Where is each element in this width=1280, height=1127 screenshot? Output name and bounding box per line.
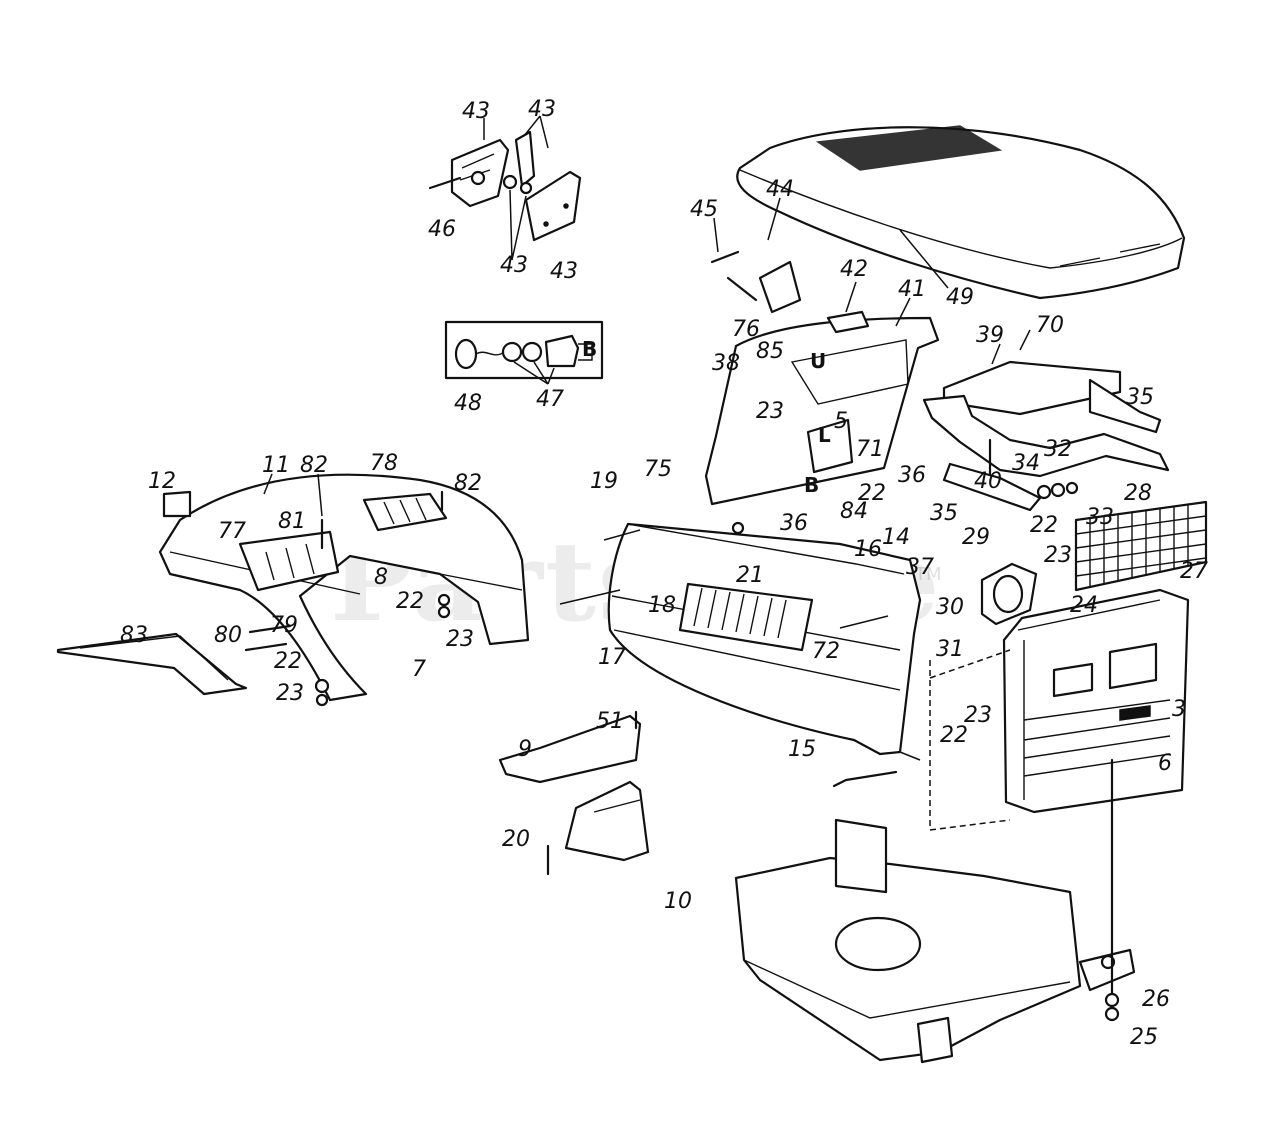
callout-43: 43 <box>500 253 528 278</box>
callout-27: 27 <box>1180 559 1208 584</box>
callout-7: 7 <box>412 657 426 682</box>
letter-marker-l: L <box>818 423 831 447</box>
callout-22: 22 <box>1030 513 1058 538</box>
callout-22: 22 <box>858 481 886 506</box>
callout-10: 10 <box>664 889 692 914</box>
callout-3: 3 <box>1172 697 1186 722</box>
callout-43: 43 <box>528 97 556 122</box>
callout-80: 80 <box>214 623 242 648</box>
callout-79: 79 <box>270 613 298 638</box>
callout-35: 35 <box>930 501 958 526</box>
callout-6: 6 <box>1158 751 1172 776</box>
callout-82: 82 <box>454 471 482 496</box>
callout-71: 71 <box>856 437 884 462</box>
callout-29: 29 <box>962 525 990 550</box>
seat-latch-assembly <box>428 115 582 261</box>
watermark-trademark: TM <box>914 564 942 585</box>
callout-23: 23 <box>964 703 992 728</box>
callout-45: 45 <box>690 197 718 222</box>
letter-marker-b: B <box>804 473 819 497</box>
callout-23: 23 <box>276 681 304 706</box>
callout-20: 20 <box>502 827 530 852</box>
callout-35: 35 <box>1126 385 1154 410</box>
callout-17: 17 <box>598 645 626 670</box>
callout-28: 28 <box>1124 481 1152 506</box>
footrest-brackets <box>498 710 650 876</box>
callout-46: 46 <box>428 217 456 242</box>
callout-75: 75 <box>644 457 672 482</box>
callout-26: 26 <box>1142 987 1170 1012</box>
callout-70: 70 <box>1036 313 1064 338</box>
callout-43: 43 <box>462 99 490 124</box>
callout-76: 76 <box>732 317 760 342</box>
letter-marker-b-ignition: B <box>582 337 597 361</box>
callout-23: 23 <box>446 627 474 652</box>
callout-51: 51 <box>596 709 624 734</box>
callout-21: 21 <box>736 563 764 588</box>
callout-47: 47 <box>536 387 564 412</box>
callout-37: 37 <box>906 555 934 580</box>
callout-42: 42 <box>840 257 868 282</box>
ignition-key-box <box>444 320 604 385</box>
callout-23: 23 <box>756 399 784 424</box>
callout-33: 33 <box>1086 505 1114 530</box>
callout-36: 36 <box>780 511 808 536</box>
fender-support-bracket <box>922 329 1170 512</box>
callout-12: 12 <box>148 469 176 494</box>
dash-panel <box>704 197 949 506</box>
callout-78: 78 <box>370 451 398 476</box>
callout-19: 19 <box>590 469 618 494</box>
callout-77: 77 <box>218 519 246 544</box>
callout-81: 81 <box>278 509 306 534</box>
callout-15: 15 <box>788 737 816 762</box>
headlight <box>929 562 1038 831</box>
callout-23: 23 <box>1044 543 1072 568</box>
callout-82: 82 <box>300 453 328 478</box>
callout-30: 30 <box>936 595 964 620</box>
callout-25: 25 <box>1130 1025 1158 1050</box>
callout-22: 22 <box>396 589 424 614</box>
callout-84: 84 <box>840 499 868 524</box>
callout-24: 24 <box>1070 593 1098 618</box>
callout-48: 48 <box>454 391 482 416</box>
callout-9: 9 <box>518 737 532 762</box>
callout-85: 85 <box>756 339 784 364</box>
callout-43: 43 <box>550 259 578 284</box>
callout-22: 22 <box>940 723 968 748</box>
callout-18: 18 <box>648 593 676 618</box>
tractor-frame <box>734 758 1136 1064</box>
callout-34: 34 <box>1012 451 1040 476</box>
callout-32: 32 <box>1044 437 1072 462</box>
rear-fender <box>56 473 530 707</box>
callout-49: 49 <box>946 285 974 310</box>
callout-11: 11 <box>262 453 290 478</box>
callout-22: 22 <box>274 649 302 674</box>
letter-marker-u: U <box>810 349 826 373</box>
side-panel <box>559 521 922 788</box>
callout-83: 83 <box>120 623 148 648</box>
callout-14: 14 <box>882 525 910 550</box>
callout-44: 44 <box>766 177 794 202</box>
callout-36: 36 <box>898 463 926 488</box>
callout-5: 5 <box>834 409 848 434</box>
callout-8: 8 <box>374 565 388 590</box>
callout-labels: 43 43 46 43 43 48 47 45 44 42 49 76 41 8… <box>120 97 1208 1050</box>
hood <box>736 125 1186 300</box>
callout-16: 16 <box>854 537 882 562</box>
callout-41: 41 <box>898 277 926 302</box>
callout-39: 39 <box>976 323 1004 348</box>
front-grille-housing <box>1002 588 1190 814</box>
grille-screen <box>1074 500 1208 592</box>
callout-31: 31 <box>936 637 964 662</box>
callout-38: 38 <box>712 351 740 376</box>
callout-72: 72 <box>812 639 840 664</box>
callout-40: 40 <box>974 469 1002 494</box>
part-letter-markers: U L B B <box>582 337 831 497</box>
